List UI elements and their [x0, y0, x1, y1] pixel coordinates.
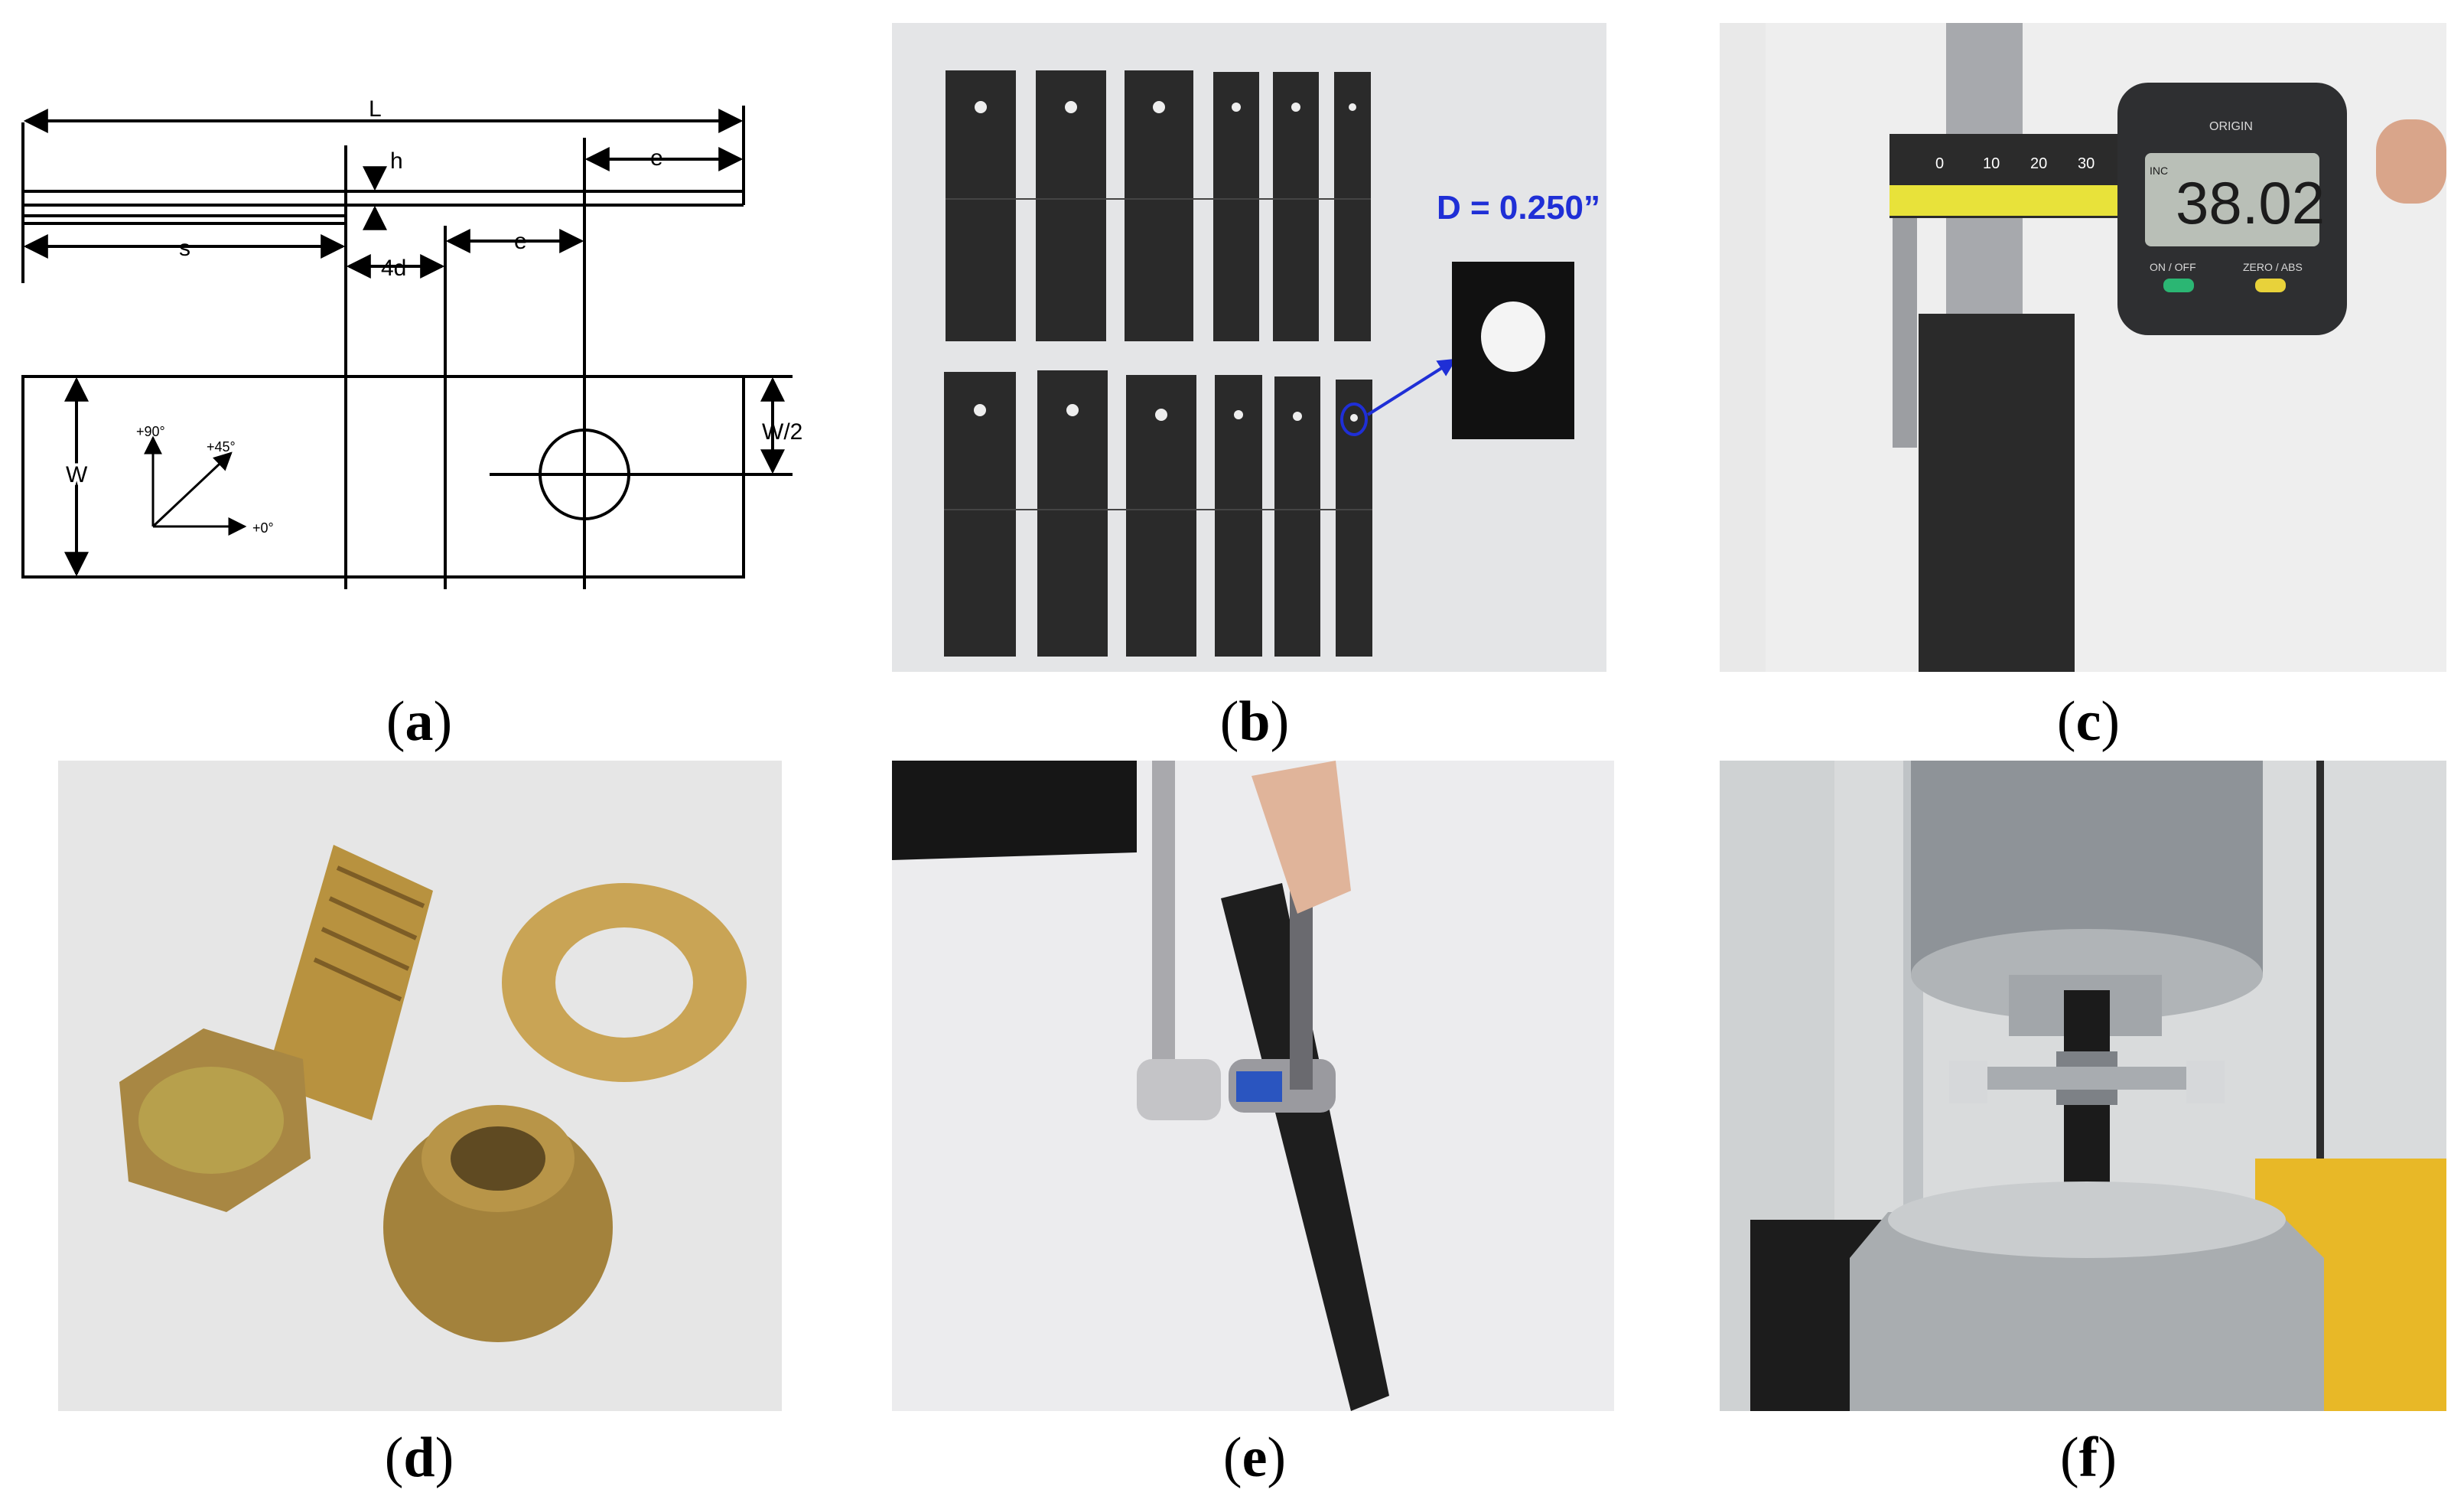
label-W2: W/2 [762, 419, 802, 445]
panel-f-testing [1720, 761, 2446, 1411]
thumb [2376, 119, 2446, 204]
hand [1252, 761, 1351, 914]
specimen-schematic: L h e s 4d e W W/2 +90° +45° +0° [21, 96, 802, 589]
specimen-row-bottom [944, 370, 1372, 657]
caption-b: (b) [1219, 690, 1290, 753]
torque-photo [892, 761, 1614, 1411]
label-90: +90° [136, 424, 165, 439]
panel-e-torque [892, 761, 1614, 1411]
on-off-button [2163, 279, 2194, 292]
plate-plan-view [21, 375, 745, 579]
label-s: s [179, 236, 190, 261]
label-W: W [66, 462, 88, 487]
lcd-screen [2145, 153, 2319, 246]
specimen-photo: D = 0.250” [892, 23, 1606, 672]
lower-grip [1850, 1212, 2324, 1411]
specimen-strip [1221, 883, 1389, 1411]
extensometer [1957, 1067, 2217, 1090]
scale-0: 0 [1935, 155, 1944, 172]
caption-c: (c) [2056, 690, 2121, 753]
scale-30: 30 [2078, 155, 2095, 172]
label-0: +0° [252, 520, 274, 536]
scale-20: 20 [2030, 155, 2047, 172]
caption-a: (a) [386, 690, 453, 753]
wrench-handle [1152, 761, 1175, 1082]
label-e-top: e [650, 145, 663, 171]
panel-c-caliper: 0 10 20 30 4 38.02 INC ORIGIN ON / OFF Z… [1720, 23, 2446, 672]
panel-d-fasteners [58, 761, 782, 1411]
fasteners-photo [58, 761, 782, 1411]
panel-a-drawing: L h e s 4d e W W/2 +90° +45° +0° [15, 92, 826, 605]
scale-10: 10 [1983, 155, 2000, 172]
lcd-readout: 38.02 [2176, 169, 2325, 236]
brand-label: ORIGIN [2209, 120, 2253, 133]
lcd-mode: INC [2150, 165, 2168, 177]
testing-photo [1720, 761, 2446, 1411]
label-L: L [369, 96, 382, 122]
washer [502, 883, 747, 1082]
on-off-label: ON / OFF [2150, 261, 2196, 273]
zero-abs-button [2255, 279, 2286, 292]
label-45: +45° [207, 439, 236, 455]
caption-d: (d) [384, 1426, 454, 1489]
caliper-photo: 0 10 20 30 4 38.02 INC ORIGIN ON / OFF Z… [1720, 23, 2446, 672]
caption-e: (e) [1222, 1426, 1287, 1489]
label-4d: 4d [381, 256, 406, 281]
label-e-mid: e [514, 229, 527, 254]
bolt [119, 845, 433, 1212]
nut [383, 1105, 613, 1342]
hole-highlight [1340, 403, 1368, 436]
hole-diameter-label: D = 0.250” [1437, 189, 1600, 227]
specimen-row-top [946, 70, 1371, 341]
caption-f: (f) [2060, 1426, 2117, 1489]
label-h: h [390, 148, 403, 174]
panel-b-specimens: D = 0.250” [892, 23, 1606, 672]
specimen-strip [1919, 314, 2075, 672]
zero-abs-label: ZERO / ABS [2243, 261, 2303, 273]
